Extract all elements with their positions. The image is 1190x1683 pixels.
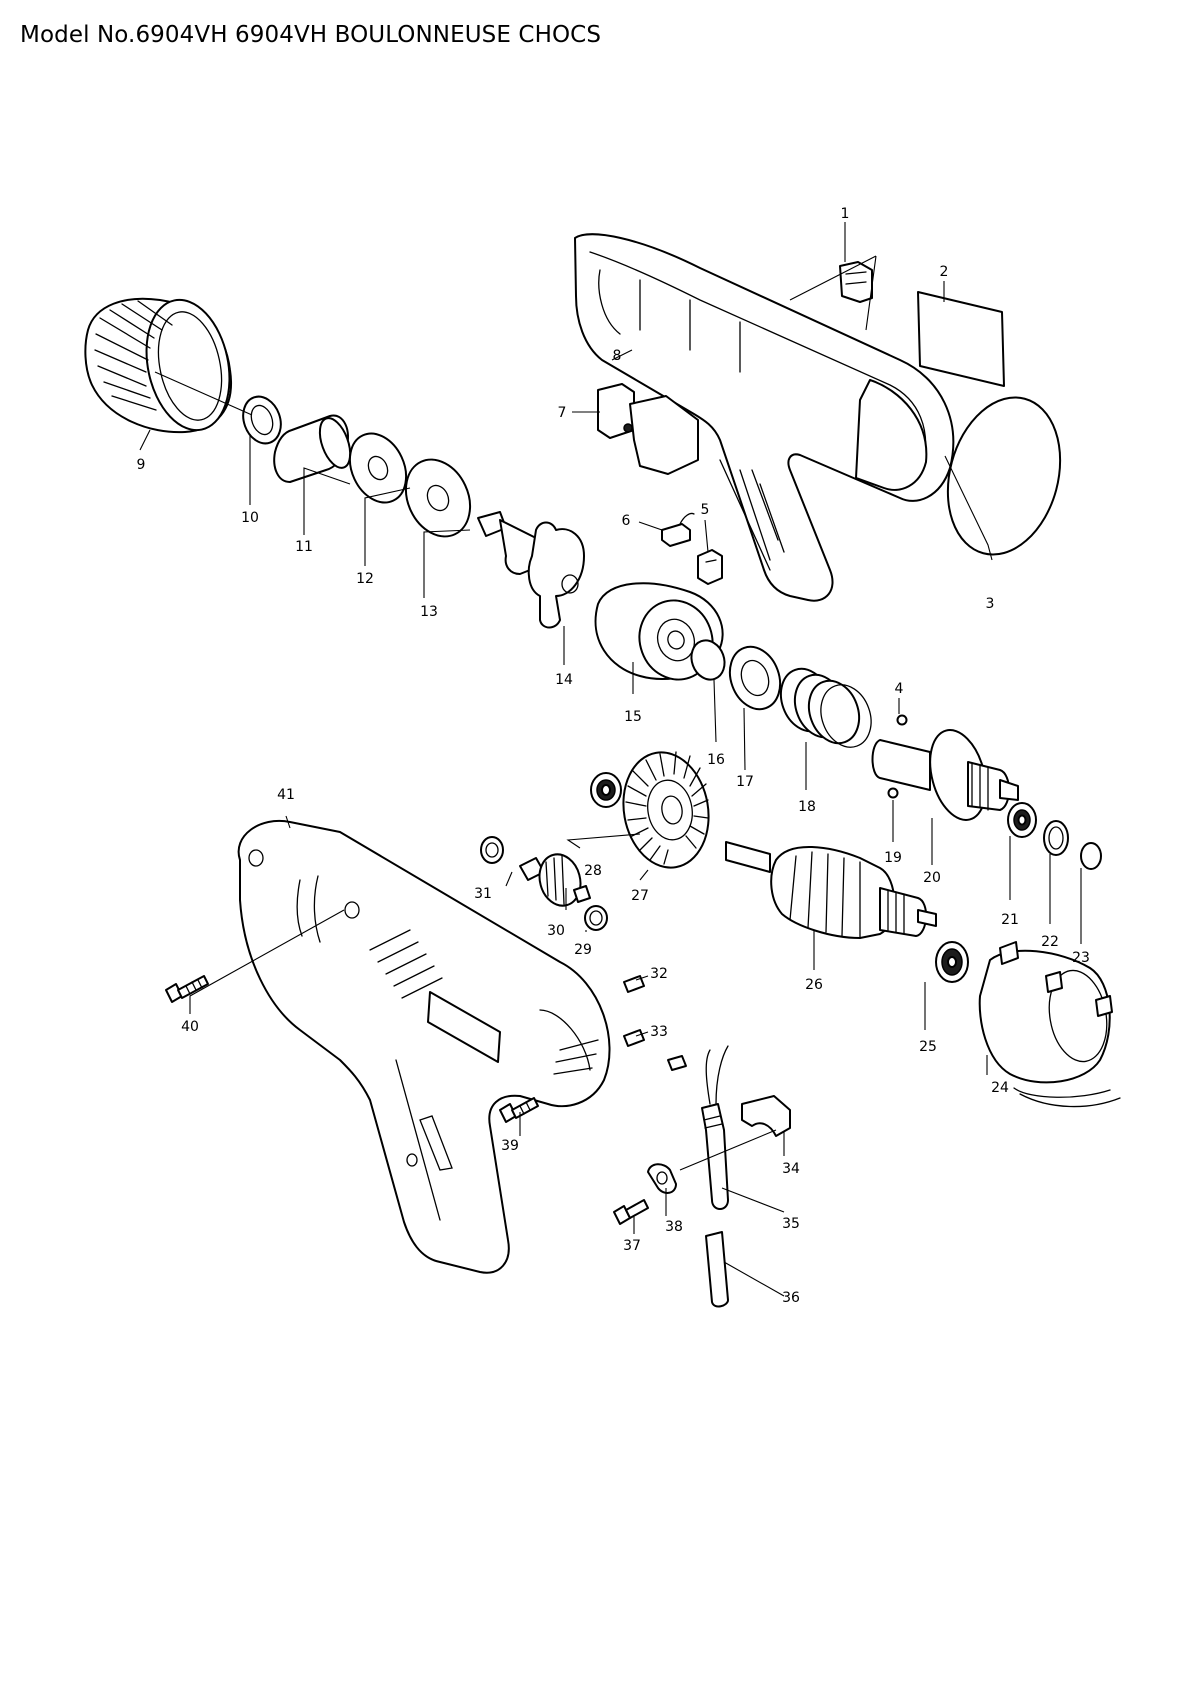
part-disc-16 (690, 639, 726, 681)
part-pin-32 (623, 975, 645, 993)
callout-11: 11 (295, 539, 313, 555)
part-housing-41 (237, 819, 611, 1274)
part-cord-36 (705, 1231, 729, 1308)
part-washer-13 (404, 458, 472, 538)
callout-19: 19 (884, 850, 902, 866)
part-ball-19 (887, 787, 899, 799)
part-washer-17 (728, 645, 782, 711)
part-screw-39 (499, 1097, 539, 1123)
callout-38: 38 (665, 1219, 683, 1235)
callout-21: 21 (1001, 912, 1019, 928)
callout-12: 12 (356, 571, 374, 587)
callout-37: 37 (623, 1238, 641, 1254)
callout-23: 23 (1072, 950, 1090, 966)
callout-24: 24 (991, 1080, 1009, 1096)
part-clip-1 (839, 261, 873, 303)
callout-29: 29 (574, 942, 592, 958)
callout-36: 36 (782, 1290, 800, 1306)
part-ball-4 (896, 714, 908, 726)
callout-33: 33 (650, 1024, 668, 1040)
callout-10: 10 (241, 510, 259, 526)
callout-32: 32 (650, 966, 668, 982)
part-plate-3 (946, 396, 1062, 556)
callout-34: 34 (782, 1161, 800, 1177)
callout-18: 18 (798, 799, 816, 815)
part-label-2 (917, 291, 1005, 387)
part-anvil-14 (477, 511, 585, 629)
part-oring-23 (1080, 842, 1102, 870)
part-housing-8 (574, 233, 955, 602)
part-front-cover (84, 297, 233, 434)
callout-39: 39 (501, 1138, 519, 1154)
part-holder-5 (697, 549, 723, 585)
page-title: Model No.6904VH 6904VH BOULONNEUSE CHOCS (20, 22, 602, 48)
part-armature-26 (725, 841, 937, 939)
part-ring-10 (242, 395, 282, 445)
part-bearing-25 (935, 941, 969, 983)
callout-8: 8 (613, 348, 622, 364)
callout-14: 14 (555, 672, 573, 688)
part-washer-12 (348, 432, 408, 504)
callout-20: 20 (923, 870, 941, 886)
part-cord-guard-35 (667, 1045, 729, 1210)
callout-13: 13 (420, 604, 438, 620)
callout-28: 28 (584, 863, 602, 879)
callout-3: 3 (986, 596, 995, 612)
part-pinion-30 (519, 853, 591, 907)
part-strain-relief-34 (741, 1095, 791, 1137)
callout-22: 22 (1041, 934, 1059, 950)
callout-16: 16 (707, 752, 725, 768)
part-field-24 (978, 941, 1121, 1108)
part-screw-40 (165, 975, 209, 1003)
callout-25: 25 (919, 1039, 937, 1055)
callout-labels: 1 2 3 4 5 6 7 8 9 10 11 12 13 14 15 16 1… (137, 206, 1090, 1306)
callout-26: 26 (805, 977, 823, 993)
callout-2: 2 (940, 264, 949, 280)
callout-17: 17 (736, 774, 754, 790)
leader-lines (139, 222, 1082, 1297)
callout-41: 41 (277, 787, 295, 803)
part-sleeve-11 (273, 414, 352, 483)
callout-5: 5 (701, 502, 710, 518)
part-switch-7 (597, 383, 699, 475)
part-bearing-29 (584, 905, 608, 931)
part-pin-33 (623, 1029, 645, 1047)
callout-15: 15 (624, 709, 642, 725)
part-bearing-21 (1007, 802, 1037, 838)
callout-31: 31 (474, 886, 492, 902)
part-spindle-20 (871, 729, 1019, 821)
part-gear-27 (622, 751, 710, 869)
callout-1: 1 (841, 206, 850, 222)
part-bearing-28 (590, 772, 622, 808)
part-capacitor-6 (661, 512, 695, 547)
callout-4: 4 (895, 681, 904, 697)
part-bearing-31 (480, 836, 504, 864)
callout-6: 6 (622, 513, 631, 529)
callout-7: 7 (558, 405, 567, 421)
part-ring-22 (1043, 820, 1069, 856)
part-screw-37 (613, 1199, 649, 1225)
callout-35: 35 (782, 1216, 800, 1232)
part-clamp-38 (647, 1163, 677, 1194)
part-spring-18 (779, 667, 872, 748)
callout-27: 27 (631, 888, 649, 904)
callout-40: 40 (181, 1019, 199, 1035)
callout-30: 30 (547, 923, 565, 939)
callout-9: 9 (137, 457, 146, 473)
